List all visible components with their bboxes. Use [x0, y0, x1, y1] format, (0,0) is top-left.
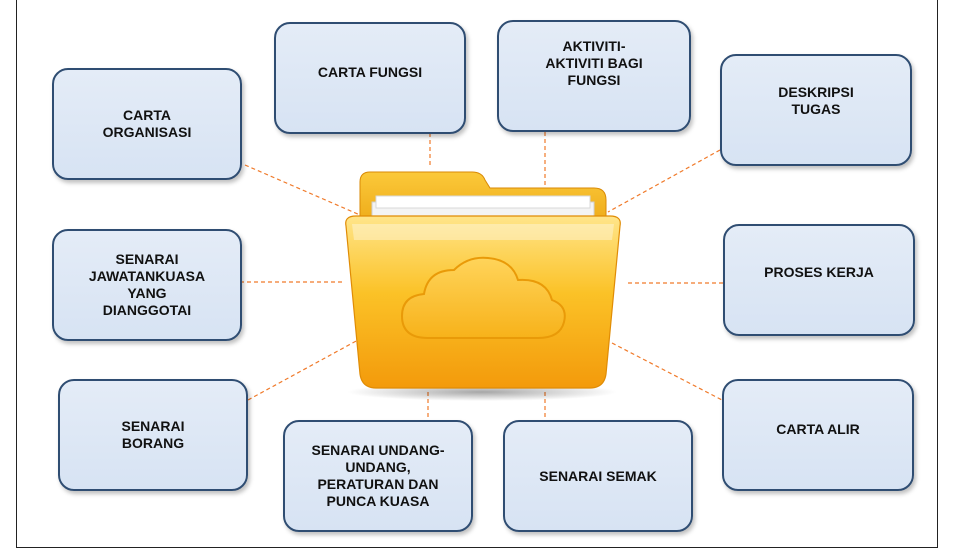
node-label-line: SENARAI SEMAK [539, 467, 657, 484]
connector-deskripsi [607, 149, 721, 213]
node-label-line: PUNCA KUASA [326, 493, 430, 509]
node-label-line: AKTIVITI- [562, 38, 626, 54]
node-carta-organisasi: CARTA ORGANISASI [52, 68, 242, 180]
node-label-line: DIANGGOTAI [102, 302, 192, 318]
node-label-line: DESKRIPSI [778, 84, 854, 100]
node-label-line: AKTIVITI BAGI [545, 55, 643, 71]
node-label-line: CARTA FUNGSI [317, 64, 423, 80]
node-label-line: PERATURAN DAN [317, 476, 439, 492]
node-label-line: JAWATANKUASA [88, 268, 206, 284]
node-label-line: SENARAI [115, 251, 179, 267]
node-label-line: SENARAI UNDANG- [311, 442, 445, 458]
frame-border [16, 0, 938, 548]
node-label-line: CARTA ALIR [776, 421, 860, 437]
node-proses-kerja: PROSES KERJA [723, 224, 915, 336]
node-aktiviti-aktiviti: AKTIVITI- AKTIVITI BAGI FUNGSI [497, 20, 691, 132]
node-label-line: CARTA [123, 107, 171, 123]
node-carta-alir: CARTA ALIR [722, 379, 914, 491]
node-label-line: SENARAI [121, 418, 185, 434]
node-label-line: BORANG [121, 435, 185, 451]
node-label-line: TUGAS [791, 101, 841, 117]
node-senarai-undang: SENARAI UNDANG- UNDANG, PERATURAN DAN PU… [283, 420, 473, 532]
node-label-line: YANG [127, 285, 167, 301]
node-label-line: PROSES KERJA [764, 264, 874, 280]
folder-cloud-icon [345, 171, 621, 401]
node-senarai-borang: SENARAI BORANG [58, 379, 248, 491]
node-label-line: ORGANISASI [102, 124, 192, 140]
node-senarai-jawatankuasa: SENARAI JAWATANKUASA YANG DIANGGOTAI [52, 229, 242, 341]
node-label-line: FUNGSI [567, 72, 621, 88]
node-senarai-semak: SENARAI SEMAK [503, 420, 693, 532]
node-carta-fungsi: CARTA FUNGSI [274, 22, 466, 134]
node-label-line: UNDANG, [345, 459, 411, 475]
node-deskripsi-tugas: DESKRIPSI TUGAS [720, 54, 912, 166]
